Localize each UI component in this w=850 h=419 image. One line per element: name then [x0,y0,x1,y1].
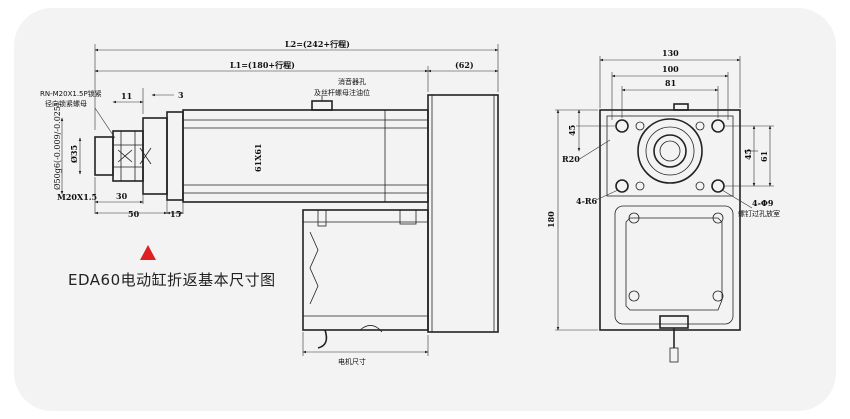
motor-dim-label: 电机尺寸 [338,357,366,366]
top-port [673,103,689,111]
dim-50: 50 [128,209,140,219]
gearbox-housing [427,94,499,333]
motor-body [302,209,429,331]
red-triangle-icon [140,245,156,260]
end-view: 130 100 81 180 45 R20 4-R6 61 [546,48,780,363]
dim-100: 100 [662,64,679,74]
nut-note-line2: 径向锁紧螺母 [45,99,87,108]
dim-61: 61 [759,151,769,162]
motor-flange [614,205,734,325]
motor-cable [317,329,328,349]
dim-30: 30 [116,191,128,201]
lock-nut [112,130,144,182]
mount-hole [615,119,629,133]
mount-hole [711,119,725,133]
main-bore-outer [637,118,703,184]
dim-phi50: Ø50g6(-0.009/-0.025) [53,103,62,190]
side-view: L2=(242+行程) L1=(180+行程) (62) 3 11 RN-M20… [40,39,499,366]
dim-45-right: 45 [743,149,753,160]
dim-15: 15 [170,209,181,219]
holes-note: 螺钉过孔放室 [738,209,780,218]
dim-l2: L2=(242+行程) [285,39,350,49]
nut-note-line1: RN-M20X1.5P锁紧 [40,89,102,98]
grease-note-line2: 及丝杆螺母注油位 [314,88,370,97]
cable-gland [659,315,689,329]
mount-hole [615,179,629,193]
dim-81: 81 [665,78,676,88]
dim-180: 180 [546,211,556,228]
radius-4-r6: 4-R6 [576,196,598,206]
grease-port [311,100,333,111]
rod-end [94,136,114,176]
dim-45-left: 45 [567,125,577,136]
body-section-label: 61X61 [253,144,263,172]
dim-3: 3 [178,90,184,100]
cylinder-body [182,109,429,203]
dim-130: 130 [662,48,679,58]
front-cap [166,111,184,201]
dim-phi35: Ø35 [69,145,79,163]
dim-l1: L1=(180+行程) [230,60,295,70]
grease-note-line1: 消音器孔 [338,77,366,86]
front-flange [142,117,168,195]
radius-r20: R20 [562,154,580,164]
end-plate [599,109,741,331]
drawing-caption: EDA60电动缸折返基本尺寸图 [68,271,276,289]
main-bore-inner [653,134,687,168]
holes-label: 4-Φ9 [752,198,774,208]
dim-62: (62) [455,60,474,70]
thread-label: M20X1.5 [57,192,97,202]
dim-11: 11 [121,91,132,101]
